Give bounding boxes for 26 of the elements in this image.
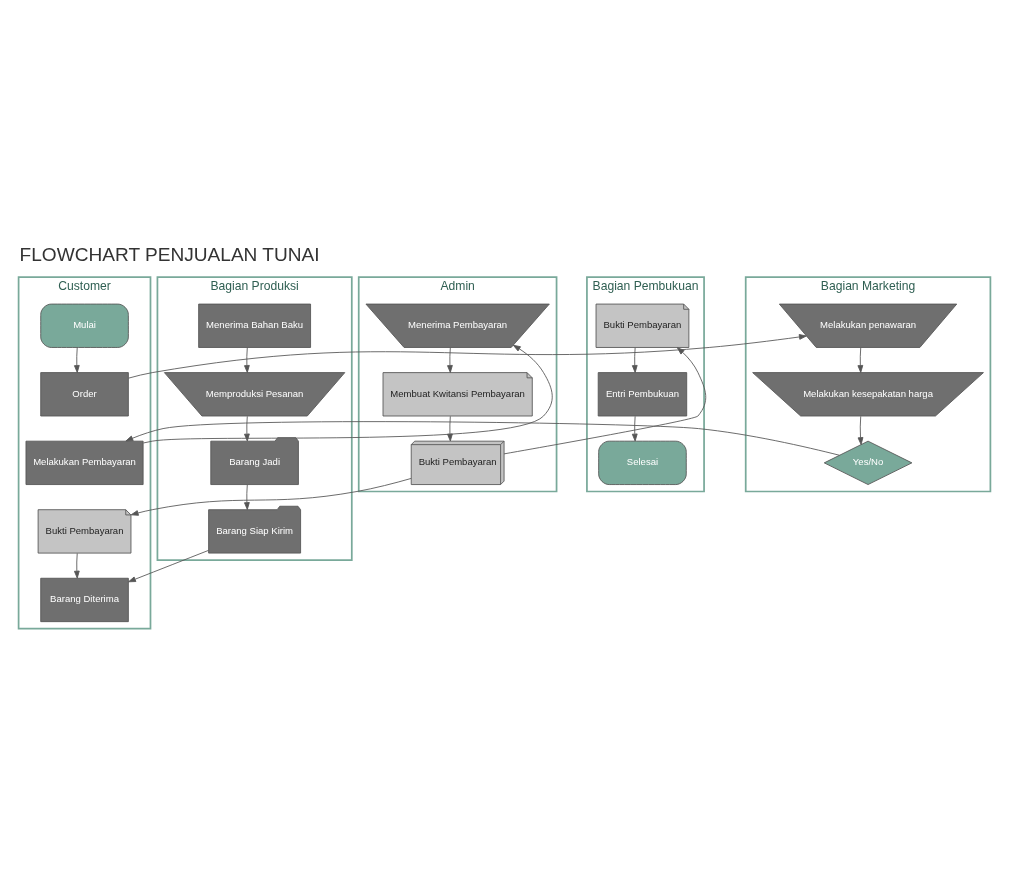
arrow bbox=[631, 415, 638, 441]
arrow bbox=[128, 549, 210, 582]
arrow bbox=[244, 415, 250, 441]
arrow bbox=[142, 344, 553, 443]
node-box: Barang Diterima bbox=[40, 577, 129, 622]
arrow bbox=[125, 420, 840, 456]
node-box: Melakukan Pembayaran bbox=[25, 440, 144, 485]
node-box: Menerima Bahan Baku bbox=[198, 303, 311, 348]
arrow bbox=[447, 346, 453, 373]
arrow bbox=[503, 346, 707, 454]
arrow bbox=[128, 333, 807, 379]
arrow bbox=[73, 346, 80, 373]
arrow bbox=[631, 346, 638, 373]
diagram-title: FLOWCHART PENJUALAN TUNAI bbox=[19, 243, 320, 265]
arrow bbox=[857, 415, 864, 445]
node-box: Order bbox=[40, 371, 129, 416]
node-box: Entri Pembukuan bbox=[597, 371, 688, 416]
arrow bbox=[244, 483, 250, 510]
arrow bbox=[130, 477, 412, 516]
node-box: Mulai bbox=[40, 303, 129, 348]
arrow bbox=[73, 552, 80, 579]
node-diamond: Yes/No bbox=[823, 440, 913, 485]
arrow bbox=[857, 346, 864, 373]
arrow bbox=[447, 415, 453, 441]
arrow bbox=[244, 346, 250, 373]
node-box: Selesai bbox=[598, 440, 687, 485]
